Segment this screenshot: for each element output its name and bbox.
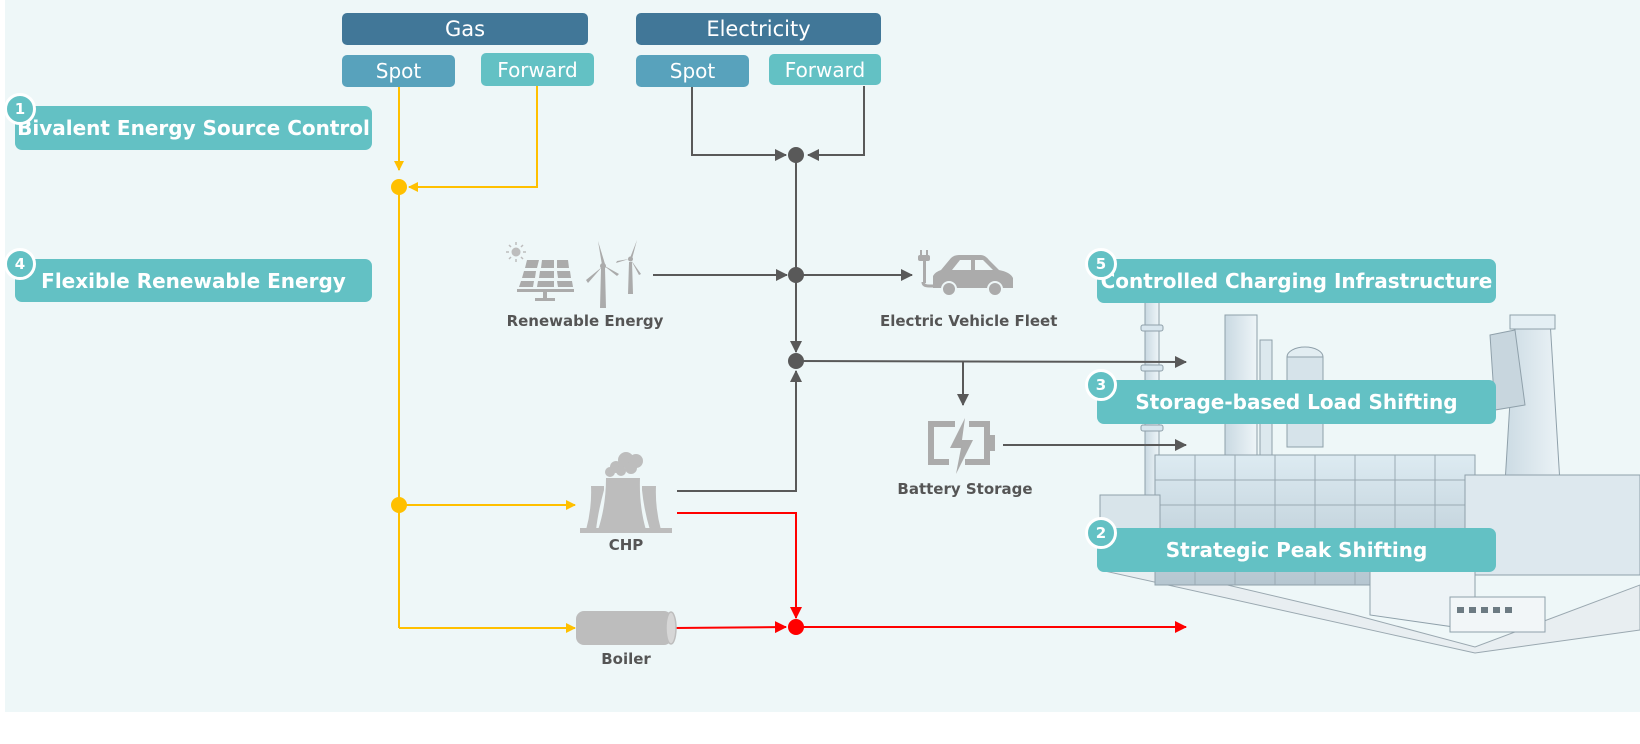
strategy-flexible-renewable-energy: Flexible Renewable Energy (15, 259, 372, 302)
strategy-number-badge: 5 (1085, 248, 1117, 280)
gas-market-header: Gas (342, 13, 588, 45)
battery-icon (928, 418, 995, 474)
chp-heat-flow (677, 512, 802, 619)
boiler-heat-flow (674, 621, 787, 634)
gas-forward-box: Forward (481, 53, 594, 86)
elec-spot-flow (691, 87, 787, 161)
solar-panel-icon (506, 242, 574, 301)
strategy-number-badge: 1 (4, 93, 36, 125)
chp-label: CHP (608, 536, 644, 554)
gas-spot-box: Spot (342, 55, 455, 87)
heat-junction (788, 619, 804, 635)
strategy-number-badge: 4 (4, 248, 36, 280)
boiler-label: Boiler (601, 650, 651, 668)
gas-junction-mid (391, 497, 407, 513)
strategy-label: Controlled Charging Infrastructure (1100, 269, 1493, 293)
chp-elec-flow (677, 370, 802, 492)
ev-car-icon (918, 250, 1013, 297)
strategy-number-badge: 3 (1085, 369, 1117, 401)
strategy-bivalent-energy-source-control: Bivalent Energy Source Control (15, 106, 372, 150)
strategy-storage-based-load-shifting: Storage-based Load Shifting (1097, 380, 1496, 424)
strategy-label: Strategic Peak Shifting (1165, 538, 1428, 562)
elec-junction-renewable (788, 267, 804, 283)
strategy-label: Storage-based Load Shifting (1135, 390, 1458, 414)
wind-turbine-icon (586, 240, 641, 308)
ev-fleet-label: Electric Vehicle Fleet (880, 312, 1058, 330)
elec-junction-distribution (788, 353, 804, 369)
renewable-energy-label: Renewable Energy (506, 312, 664, 330)
battery-storage-label: Battery Storage (897, 480, 1033, 498)
gas-forward-flow (408, 86, 538, 192)
strategy-label: Bivalent Energy Source Control (17, 116, 370, 140)
boiler-icon (576, 611, 677, 645)
strategy-label: Flexible Renewable Energy (41, 268, 346, 293)
electricity-market-header: Electricity (636, 13, 881, 45)
elec-forward-flow (807, 86, 865, 161)
electricity-spot-box: Spot (636, 55, 749, 87)
strategy-controlled-charging-infrastructure: Controlled Charging Infrastructure (1097, 259, 1496, 303)
electricity-forward-box: Forward (769, 54, 881, 85)
strategy-number-badge: 2 (1085, 517, 1117, 549)
gas-junction-top (391, 179, 407, 195)
cooling-tower-icon (580, 452, 672, 533)
strategy-strategic-peak-shifting: Strategic Peak Shifting (1097, 528, 1496, 572)
elec-junction-market (788, 147, 804, 163)
elec-to-plant-flow (795, 355, 1187, 368)
